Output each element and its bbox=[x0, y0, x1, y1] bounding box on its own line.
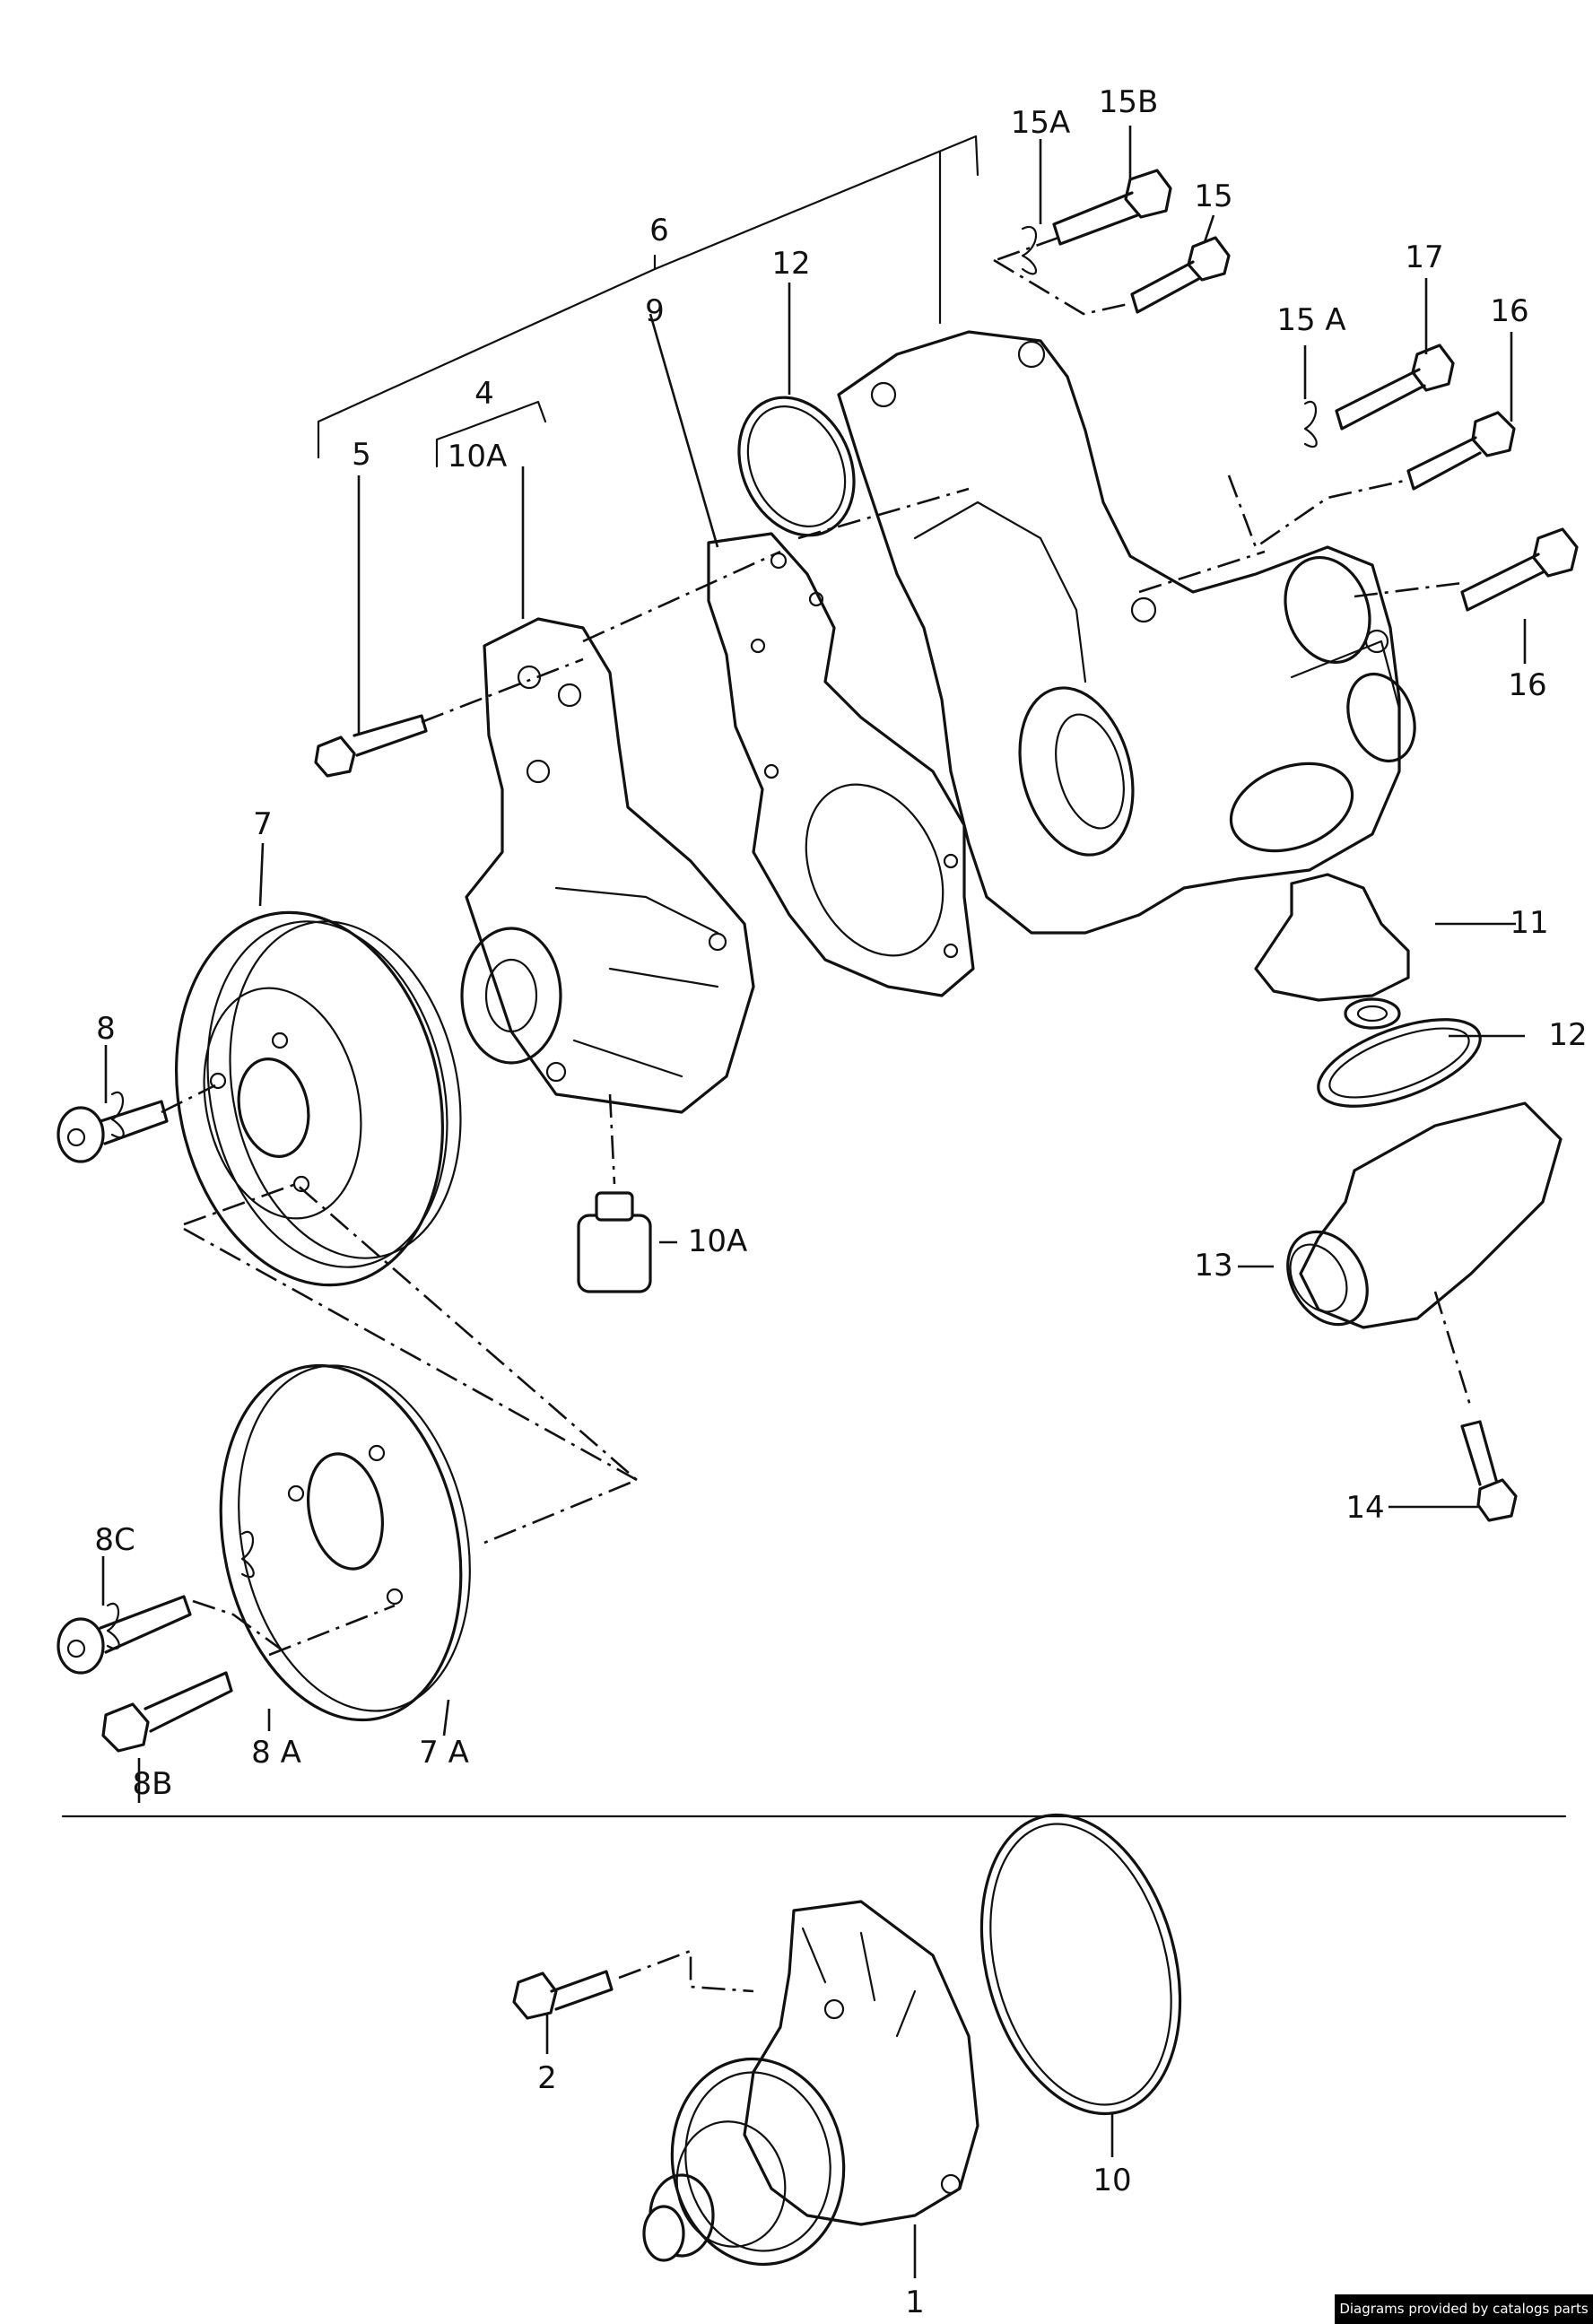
label-7a: 7 A bbox=[419, 1735, 469, 1771]
label-8: 8 bbox=[96, 1011, 116, 1047]
label-8b: 8B bbox=[133, 1766, 173, 1802]
label-15b: 15B bbox=[1099, 84, 1159, 120]
gasket-9 bbox=[707, 532, 975, 997]
o-ring-12-upper bbox=[737, 396, 856, 537]
bolt-8c bbox=[57, 1595, 192, 1675]
label-15: 15 bbox=[1194, 178, 1232, 214]
plug-10a bbox=[577, 1191, 652, 1293]
label-15a-mid: 15 A bbox=[1276, 302, 1345, 338]
credit-text: Diagrams provided by catalogs parts bbox=[1339, 2301, 1589, 2317]
label-15a-top: 15A bbox=[1011, 105, 1071, 141]
cover-13 bbox=[1286, 1101, 1563, 1329]
label-11: 11 bbox=[1510, 905, 1548, 941]
bolt-14 bbox=[1460, 1420, 1518, 1522]
center-lines bbox=[161, 236, 1473, 1993]
label-1: 1 bbox=[905, 2285, 925, 2320]
label-9: 9 bbox=[645, 293, 665, 329]
group-6-bracket bbox=[317, 135, 979, 468]
label-7: 7 bbox=[253, 806, 273, 842]
o-ring-10 bbox=[979, 1813, 1182, 2116]
label-8a: 8 A bbox=[251, 1735, 301, 1771]
label-5: 5 bbox=[352, 437, 371, 473]
credit-banner bbox=[1335, 2294, 1593, 2324]
label-16-top: 16 bbox=[1490, 293, 1528, 329]
label-14: 14 bbox=[1345, 1490, 1384, 1526]
seal-ring-12-lower bbox=[1317, 1018, 1482, 1108]
bolt-2 bbox=[512, 1970, 614, 2020]
pulley-7 bbox=[175, 910, 462, 1287]
label-16-bottom: 16 bbox=[1508, 667, 1546, 703]
label-10a-top: 10A bbox=[448, 439, 508, 474]
part-labels: 1 2 4 5 6 7 7 A 8 8 A 8B 8C 9 10 10A 10A… bbox=[94, 84, 1587, 2320]
label-13: 13 bbox=[1194, 1248, 1232, 1284]
label-10a-plug: 10A bbox=[688, 1223, 748, 1259]
bolt-15b bbox=[1052, 169, 1172, 246]
thermostat-11 bbox=[1254, 873, 1410, 1030]
water-pump-body bbox=[460, 617, 755, 1114]
bolt-5 bbox=[314, 714, 428, 778]
bolt-17 bbox=[1335, 344, 1455, 431]
label-4: 4 bbox=[474, 376, 494, 412]
pulley-7a bbox=[219, 1363, 471, 1722]
bolt-16-upper bbox=[1406, 411, 1516, 491]
label-12-side: 12 bbox=[1548, 1017, 1587, 1053]
bolt-8 bbox=[57, 1100, 169, 1163]
water-pump-1 bbox=[642, 1900, 979, 2267]
label-6: 6 bbox=[649, 213, 669, 248]
label-17: 17 bbox=[1405, 239, 1443, 275]
label-2: 2 bbox=[537, 2060, 557, 2096]
thermostat-housing bbox=[837, 330, 1416, 935]
lock-washers bbox=[106, 225, 1318, 1650]
leader-lines bbox=[101, 126, 1527, 2278]
bolt-8b bbox=[101, 1671, 233, 1753]
bolt-16-lower bbox=[1460, 527, 1579, 612]
label-12-top: 12 bbox=[771, 246, 810, 282]
bolt-15 bbox=[1130, 236, 1231, 314]
label-10: 10 bbox=[1092, 2163, 1131, 2198]
label-8c: 8C bbox=[94, 1522, 135, 1558]
